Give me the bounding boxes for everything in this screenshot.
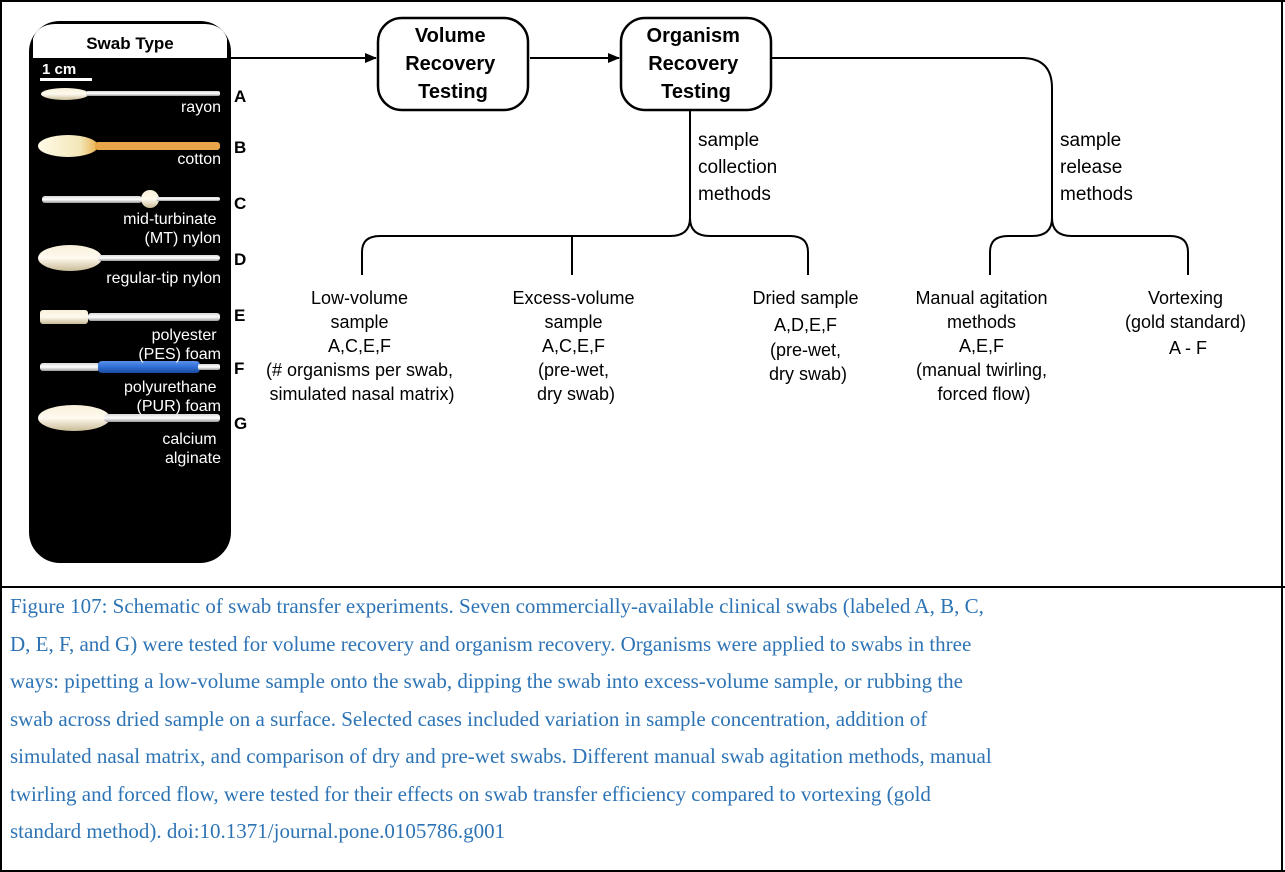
swab-name-d: regular-tip nylon [106, 270, 221, 287]
swab-name-a: rayon [181, 99, 221, 116]
swab-name-b: cotton [177, 151, 221, 168]
swab-name-f: polyurethane (PUR) foam [124, 379, 221, 415]
leaf-excess-volume: Excess-volume sample A,C,E,F (pre-wet, d… [512, 288, 639, 404]
caption-line: Figure 107: Schematic of swab transfer e… [10, 594, 984, 618]
swab-letter-c: C [234, 194, 246, 213]
swab-image-e [40, 310, 220, 324]
swab-letter-b: B [234, 138, 246, 157]
leaf-dried-sample: Dried sample A,D,E,F (pre-wet, dry swab) [752, 288, 863, 384]
caption-line: swab across dried sample on a surface. S… [10, 706, 928, 731]
caption-line: standard method). doi:10.1371/journal.po… [10, 819, 506, 843]
caption-line: simulated nasal matrix, and comparison o… [10, 744, 992, 768]
leaf-vortexing: Vortexing (gold standard) A - F [1125, 288, 1251, 358]
volume-recovery-line-3: Testing [418, 81, 488, 103]
volume-recovery-line-1: Volume [415, 25, 486, 47]
swab-image-f [40, 361, 220, 373]
release-methods-label: sample release methods [1060, 130, 1133, 205]
leaf-low-volume: Low-volume sample A,C,E,F (# organisms p… [266, 288, 458, 404]
figure-caption: Figure 107: Schematic of swab transfer e… [10, 588, 1272, 851]
swab-letter-d: D [234, 250, 246, 269]
swab-letter-e: E [234, 306, 245, 325]
node-organism-recovery: Organism Recovery Testing [619, 16, 773, 112]
swab-image-g [38, 405, 220, 431]
svg-text:Volume Recovery: Volume Recovery Testing [405, 25, 501, 103]
top-rule [0, 0, 1285, 2]
right-rule [1281, 0, 1283, 872]
scale-bar-label: 1 cm [42, 61, 76, 78]
swab-name-g: calcium alginate [162, 431, 221, 467]
swab-letter-g: G [234, 414, 247, 433]
swab-letter-f: F [234, 359, 244, 378]
node-volume-recovery: Volume Recovery Testing [376, 16, 530, 112]
swab-image-c [42, 190, 220, 208]
organism-recovery-line-1: Organism [647, 25, 740, 47]
bottom-rule [0, 870, 1285, 872]
leaf-manual-agitation: Manual agitation methods A,E,F (manual t… [915, 288, 1052, 404]
swab-name-c: mid-turbinate (MT) nylon [123, 211, 221, 247]
volume-recovery-line-2: Recovery [405, 53, 496, 75]
tree-connectors [361, 57, 1189, 275]
swab-image-a [41, 88, 220, 100]
caption-line: twirling and forced flow, were tested fo… [10, 781, 931, 806]
caption-divider [0, 586, 1285, 588]
left-rule [0, 0, 2, 872]
organism-recovery-line-2: Recovery [648, 53, 739, 75]
swab-panel-title: Swab Type [86, 34, 174, 53]
caption-line: ways: pipetting a low-volume sample onto… [10, 669, 963, 693]
caption-line: D, E, F, and G) were tested for volume r… [10, 631, 972, 656]
scale-bar [40, 78, 92, 81]
swab-panel: Swab Type 1 cm [29, 21, 247, 563]
swab-image-d [38, 245, 220, 271]
collection-methods-label: sample collection methods [698, 130, 783, 205]
schematic-diagram: Swab Type 1 cm [29, 16, 1251, 563]
swab-image-b [38, 135, 220, 157]
organism-recovery-line-3: Testing [661, 81, 731, 103]
svg-text:Organism Recovery: Organism Recovery Testing [647, 25, 746, 103]
swab-name-e: polyester (PES) foam [138, 327, 221, 363]
swab-letter-a: A [234, 87, 246, 106]
